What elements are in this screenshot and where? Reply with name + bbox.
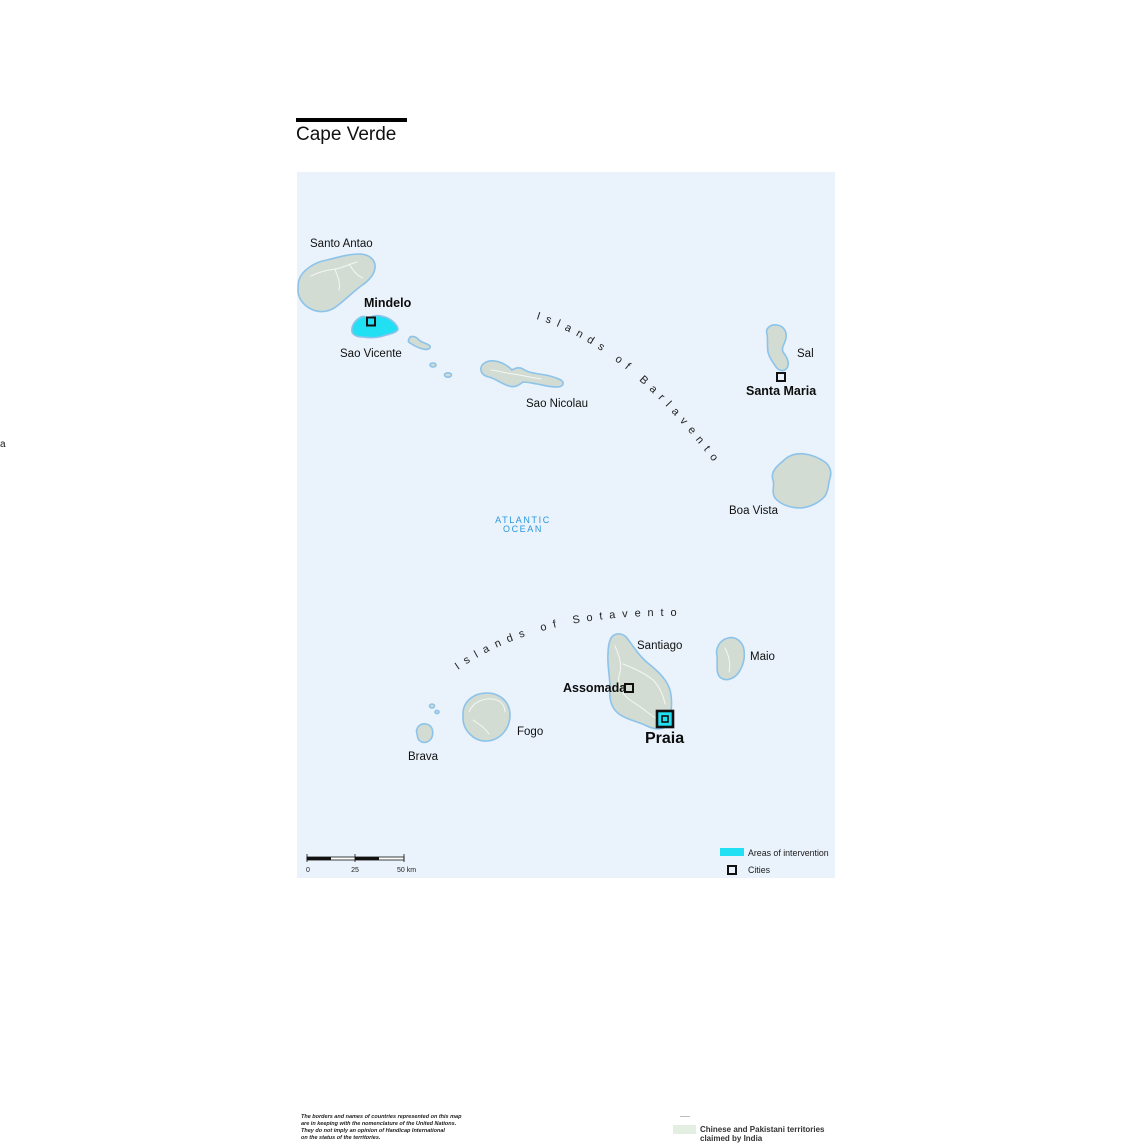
label-maio: Maio [750, 651, 775, 663]
relief-line-santiago-2 [622, 663, 666, 705]
label-assomada: Assomada [563, 681, 627, 695]
islet-raso [443, 372, 453, 379]
page-title: Cape Verde [296, 124, 397, 145]
city-marker-santa-maria [776, 372, 786, 382]
disputed-territory-swatch [673, 1125, 696, 1134]
island-fogo [462, 692, 511, 742]
label-sao-vicente: Sao Vicente [340, 348, 402, 360]
island-sao-nicolau [480, 360, 564, 388]
disclaimer-line: on the status of the territories. [301, 1135, 381, 1141]
scale-bar-segment-3 [355, 857, 379, 860]
capital-marker-praia-inner [661, 715, 669, 723]
scale-bar-segment-1 [307, 857, 331, 860]
scale-bar: 0 25 50 km [306, 854, 416, 874]
island-santo-antao [297, 253, 376, 313]
relief-line-santo-antao-3 [348, 263, 364, 279]
scale-label-25: 25 [351, 867, 359, 874]
legend-intervention-label: Areas of intervention [748, 848, 829, 858]
ocean-label-line1: ATLANTIC [495, 515, 551, 525]
disclaimer-line: They do not imply an opinion of Handicap… [301, 1128, 445, 1134]
legend-cities-label: Cities [748, 865, 771, 875]
island-boa-vista [771, 452, 832, 509]
legend-city-marker [727, 865, 737, 875]
islet-rombo-1 [428, 703, 436, 709]
legend-intervention-swatch [720, 848, 744, 856]
label-fogo: Fogo [517, 726, 543, 738]
title-rule [296, 118, 407, 122]
disputed-label-line: Chinese and Pakistani territories [700, 1125, 825, 1134]
disputed-territory-label: Chinese and Pakistani territories claime… [700, 1125, 825, 1143]
label-mindelo: Mindelo [364, 296, 412, 310]
disputed-border-line-swatch [680, 1116, 690, 1117]
label-santo-antao: Santo Antao [310, 238, 373, 250]
island-santiago [606, 633, 673, 730]
islet-rombo-2 [434, 709, 440, 715]
relief-line-santiago-1 [614, 645, 660, 721]
label-santiago: Santiago [637, 640, 682, 652]
relief-line-sao-nicolau [490, 369, 542, 380]
map: Islands of Barlavento Islands of Sotaven… [297, 172, 835, 878]
disputed-label-line: claimed by India [700, 1134, 763, 1143]
map-disclaimer: The borders and names of countries repre… [301, 1114, 461, 1142]
islet-branco [429, 362, 437, 368]
map-legend: Areas of intervention Cities [720, 848, 829, 875]
label-sao-nicolau: Sao Nicolau [526, 398, 588, 410]
label-boa-vista: Boa Vista [729, 505, 779, 517]
scale-label-50: 50 km [397, 867, 416, 874]
label-brava: Brava [408, 751, 439, 763]
relief-line-fogo-2 [472, 719, 490, 735]
disclaimer-line: are in keeping with the nomenclature of … [301, 1121, 457, 1127]
island-brava [415, 723, 434, 744]
island-relief-lines [310, 261, 731, 735]
label-santa-maria: Santa Maria [746, 384, 817, 398]
relief-line-santo-antao-2 [334, 268, 340, 291]
island-santa-luzia [407, 335, 431, 351]
label-sal: Sal [797, 348, 814, 360]
ocean-background [297, 172, 835, 878]
relief-line-fogo-1 [468, 698, 506, 713]
city-marker-mindelo [366, 316, 376, 327]
relief-line-maio [724, 647, 731, 673]
island-sao-vicente [351, 314, 399, 339]
disclaimer-line: The borders and names of countries repre… [301, 1114, 462, 1120]
label-praia: Praia [645, 730, 684, 747]
island-maio [715, 636, 746, 681]
scale-label-0: 0 [306, 867, 310, 874]
island-sal [765, 324, 790, 372]
ocean-label-line2: OCEAN [503, 524, 543, 534]
stray-letter: a [0, 439, 6, 450]
city-marker-assomada [624, 683, 634, 693]
